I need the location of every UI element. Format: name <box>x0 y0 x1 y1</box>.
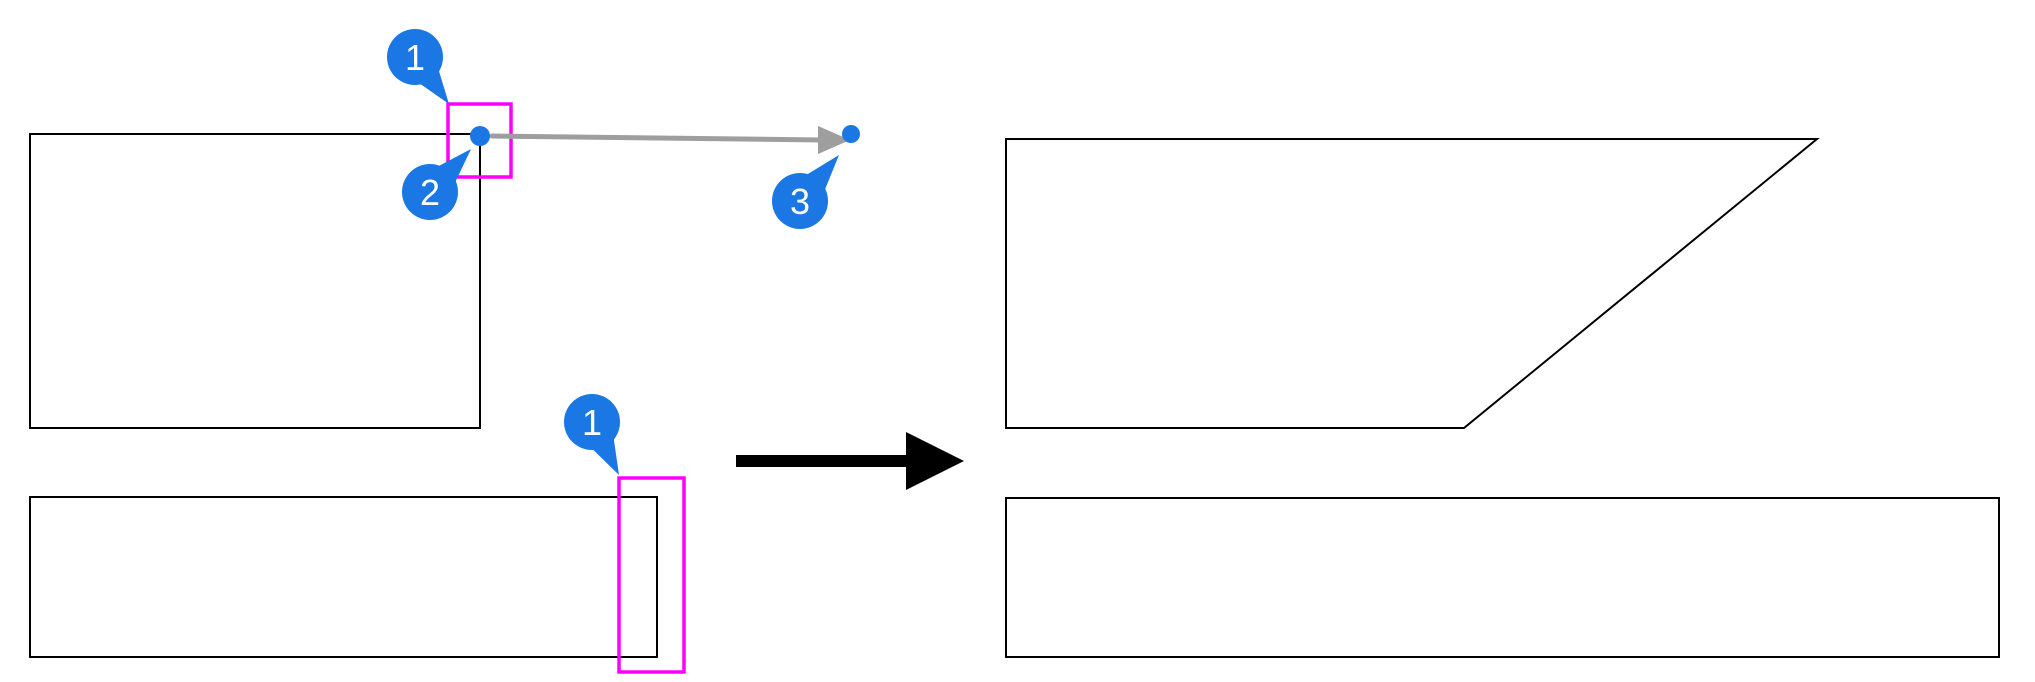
callout-bubble <box>402 164 458 220</box>
callout-bubble <box>772 173 828 229</box>
callout-number: 1 <box>582 402 602 443</box>
drag-start-point[interactable] <box>470 126 490 146</box>
transform-arrow-shaft <box>736 455 908 467</box>
callout-number: 1 <box>405 37 425 78</box>
callout-step-3: 3 <box>772 155 839 229</box>
drag-vector-arrowhead-icon <box>818 126 850 154</box>
callout-bubble <box>564 394 620 450</box>
source-strip-rectangle <box>29 496 658 658</box>
transform-arrow-icon <box>736 432 964 490</box>
transform-arrow-head <box>906 432 964 490</box>
drag-vector-line <box>489 133 825 143</box>
drag-end-point[interactable] <box>842 125 860 143</box>
result-strip-rectangle <box>1005 497 2000 658</box>
callout-bubble <box>387 29 443 85</box>
before-panel: 1 2 3 1 <box>29 29 860 674</box>
after-panel <box>1005 138 2000 658</box>
callout-number: 2 <box>420 172 440 213</box>
result-chamfered-shape <box>1005 138 1820 429</box>
callout-step-1-top: 1 <box>387 29 449 104</box>
callout-step-1-bottom: 1 <box>564 394 620 475</box>
callout-number: 3 <box>790 181 810 222</box>
corner-selection-box[interactable] <box>446 102 513 179</box>
edge-selection-box[interactable] <box>617 476 686 674</box>
source-rectangle <box>29 133 481 429</box>
callout-step-2: 2 <box>402 149 471 220</box>
